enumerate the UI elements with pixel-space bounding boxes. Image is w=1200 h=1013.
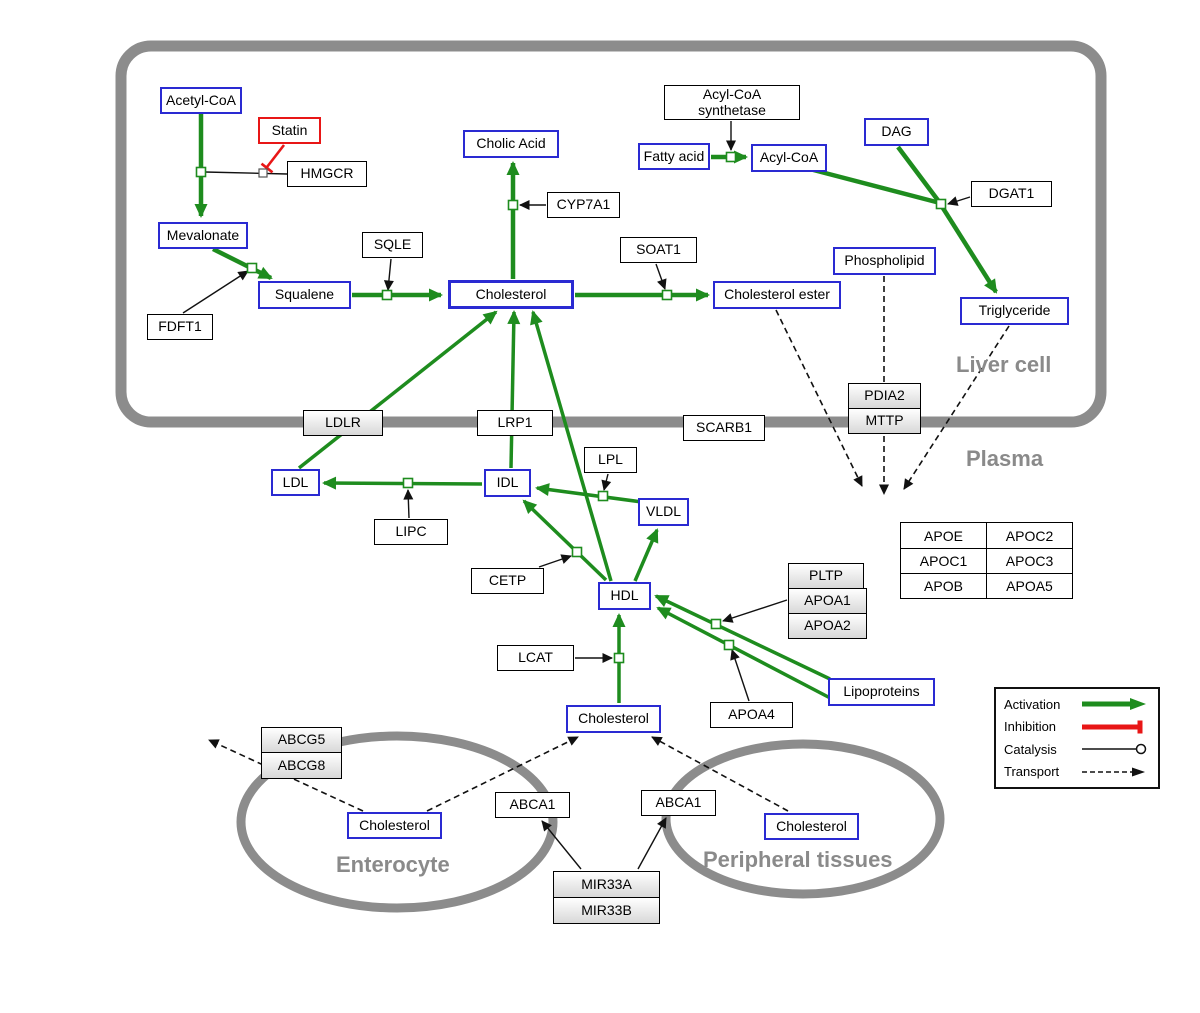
node-apoc3[interactable]: APOC3: [986, 548, 1072, 573]
reaction-anchors: [195, 151, 947, 664]
node-apob[interactable]: APOB: [901, 573, 986, 598]
liver-cell-outline: [115, 40, 1107, 428]
peripheral-tissues-label: Peripheral tissues: [703, 847, 893, 872]
activation-edges: [194, 114, 998, 703]
node-cholesterol-ester[interactable]: Cholesterol ester: [713, 281, 841, 309]
legend-transport-label: Transport: [1004, 764, 1060, 780]
node-apoc1[interactable]: APOC1: [901, 548, 986, 573]
node-apoe[interactable]: APOE: [924, 527, 963, 544]
legend-row-catalysis: Catalysis: [1004, 741, 1150, 757]
liver-cell-label: Liver cell: [956, 352, 1052, 377]
node-ldlr[interactable]: LDLR: [303, 410, 383, 436]
node-lcat[interactable]: LCAT: [497, 645, 574, 671]
inhibition-tbar-icon: [1082, 720, 1143, 734]
node-cholic-acid[interactable]: Cholic Acid: [463, 130, 559, 158]
node-hdl[interactable]: HDL: [598, 582, 651, 610]
node-fatty-acid[interactable]: Fatty acid: [638, 143, 710, 170]
plasma-label: Plasma: [966, 446, 1044, 471]
node-pltp[interactable]: PLTP: [788, 563, 864, 589]
catalysis-edges: [182, 121, 971, 870]
apolipoprotein-table: APOE APOC2 APOC1 APOC3 APOB APOA5: [900, 522, 1073, 599]
node-apoa4[interactable]: APOA4: [710, 702, 793, 728]
legend-row-inhibition: Inhibition: [1004, 719, 1150, 735]
node-cholesterol-peripheral[interactable]: Cholesterol: [764, 813, 859, 840]
legend-inhibition-label: Inhibition: [1004, 719, 1057, 735]
node-lipoproteins[interactable]: Lipoproteins: [828, 678, 935, 706]
catalysis-circle-icon: [1082, 744, 1147, 755]
node-acyl-coa[interactable]: Acyl-CoA: [751, 144, 827, 172]
node-sqle[interactable]: SQLE: [362, 232, 423, 258]
node-mir33b[interactable]: MIR33B: [553, 897, 660, 924]
node-dgat1[interactable]: DGAT1: [971, 181, 1052, 207]
activation-arrow-icon: [1082, 698, 1146, 711]
node-mevalonate[interactable]: Mevalonate: [158, 222, 248, 249]
node-mttp[interactable]: MTTP: [848, 408, 921, 434]
node-idl[interactable]: IDL: [484, 469, 531, 497]
node-hmgcr[interactable]: HMGCR: [287, 161, 367, 187]
node-apoa2[interactable]: APOA2: [788, 613, 867, 639]
node-cholesterol-enterocyte[interactable]: Cholesterol: [347, 812, 442, 839]
node-triglyceride[interactable]: Triglyceride: [960, 297, 1069, 325]
node-apoa1[interactable]: APOA1: [788, 588, 867, 614]
node-abcg5[interactable]: ABCG5: [261, 727, 342, 753]
node-apoa5[interactable]: APOA5: [986, 573, 1072, 598]
legend: Activation Inhibition Catalysis Transpor…: [994, 687, 1160, 789]
node-abca1-enterocyte[interactable]: ABCA1: [495, 792, 570, 818]
node-statin[interactable]: Statin: [258, 117, 321, 144]
node-cholesterol-plasma[interactable]: Cholesterol: [566, 705, 661, 733]
legend-row-activation: Activation: [1004, 696, 1150, 712]
legend-catalysis-label: Catalysis: [1004, 741, 1057, 757]
node-scarb1[interactable]: SCARB1: [683, 415, 765, 441]
enterocyte-label: Enterocyte: [336, 852, 450, 877]
node-fdft1[interactable]: FDFT1: [147, 314, 213, 340]
node-cholesterol-liver[interactable]: Cholesterol: [448, 280, 574, 309]
node-lrp1[interactable]: LRP1: [477, 410, 553, 436]
node-dag[interactable]: DAG: [864, 118, 929, 146]
catalysis-anchor: [258, 168, 268, 178]
transport-dashed-arrow-icon: [1082, 767, 1145, 777]
node-abca1-peripheral[interactable]: ABCA1: [641, 790, 716, 816]
node-vldl[interactable]: VLDL: [638, 498, 689, 526]
node-squalene[interactable]: Squalene: [258, 281, 351, 309]
node-ldl[interactable]: LDL: [271, 469, 320, 496]
node-lipc[interactable]: LIPC: [374, 519, 448, 545]
legend-activation-label: Activation: [1004, 696, 1061, 712]
node-mir33a[interactable]: MIR33A: [553, 871, 660, 898]
node-phospholipid[interactable]: Phospholipid: [833, 247, 936, 275]
legend-row-transport: Transport: [1004, 764, 1150, 780]
node-abcg8[interactable]: ABCG8: [261, 752, 342, 779]
inhibition-edge: [260, 144, 286, 174]
node-cetp[interactable]: CETP: [471, 568, 544, 594]
node-lpl[interactable]: LPL: [584, 447, 637, 473]
enterocyte-outline: [236, 731, 558, 913]
node-acetyl-coa[interactable]: Acetyl-CoA: [160, 87, 242, 114]
node-apoc2[interactable]: APOC2: [986, 523, 1072, 548]
node-cyp7a1[interactable]: CYP7A1: [547, 192, 620, 218]
node-soat1[interactable]: SOAT1: [620, 237, 697, 263]
node-acyl-coa-synthetase[interactable]: Acyl-CoA synthetase: [664, 85, 800, 120]
node-pdia2[interactable]: PDIA2: [848, 383, 921, 409]
compartment-outlines: [115, 40, 1107, 913]
